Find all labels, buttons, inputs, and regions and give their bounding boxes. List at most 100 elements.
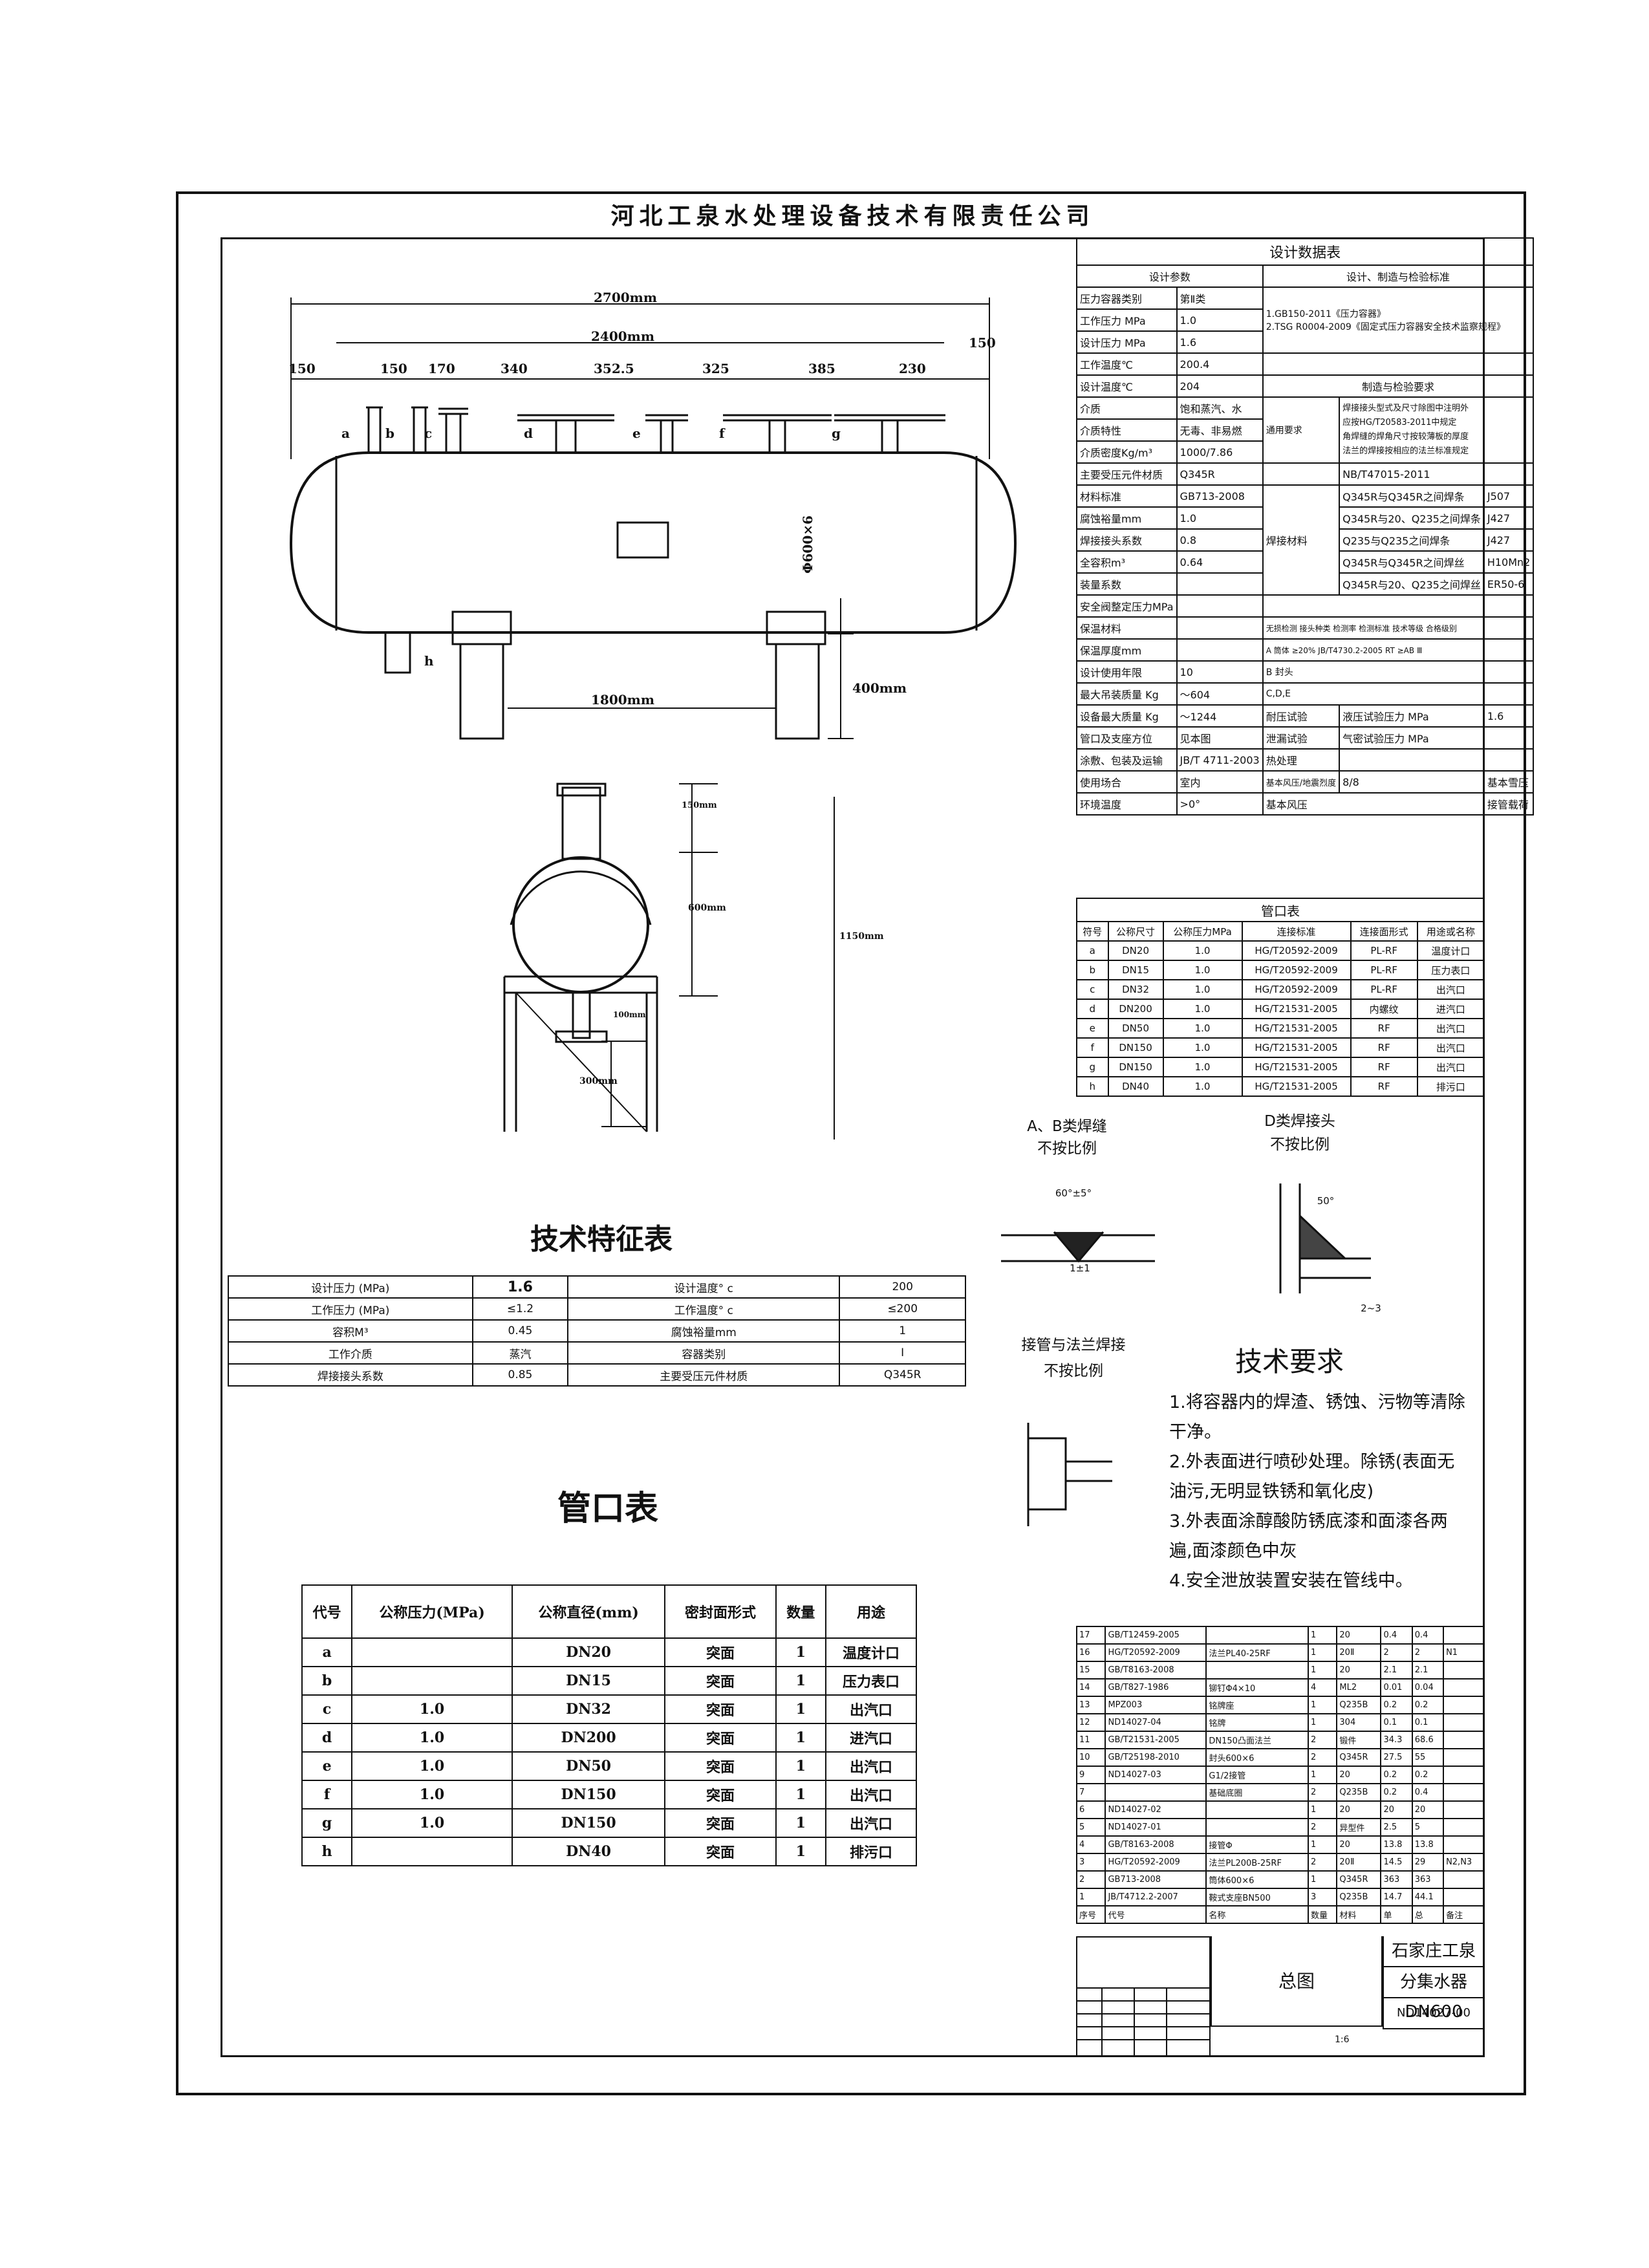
- param-value: 1.0: [1176, 308, 1264, 332]
- col-header: 密封面形式: [664, 1584, 777, 1639]
- cell: 13: [1075, 1696, 1106, 1714]
- cell: 0.1: [1411, 1713, 1445, 1732]
- cell: 14: [1075, 1678, 1106, 1697]
- cell: g: [301, 1808, 353, 1838]
- nozzle-label-b: b: [385, 426, 394, 441]
- ndt-cell: Ⅲ: [1416, 645, 1423, 655]
- cell: DN40: [511, 1837, 666, 1866]
- cell: RF: [1350, 1037, 1418, 1058]
- drawing-inner-border: [221, 237, 1485, 2057]
- param-key: 主要受压元件材质: [1076, 462, 1178, 486]
- param-key: 保温厚度mm: [1076, 638, 1178, 662]
- cell: 13.8: [1380, 1835, 1413, 1854]
- test-item: 气密试验压力 MPa: [1339, 726, 1485, 750]
- requirement-item: 3.外表面涂醇酸防锈底漆和面漆各两遍,面漆颜色中灰: [1169, 1511, 1448, 1561]
- cell: HG/T21531-2005: [1241, 1018, 1352, 1039]
- param-key: 设备最大质量 Kg: [1076, 704, 1178, 728]
- general-line: 焊接接头型式及尺寸除图中注明外: [1342, 404, 1469, 413]
- cell: 2: [1380, 1643, 1413, 1662]
- ndt-row: B 封头: [1262, 660, 1535, 684]
- weld-d-angle: 50°: [1317, 1195, 1335, 1207]
- cell: 1.0: [351, 1751, 513, 1781]
- cell: 363: [1380, 1870, 1413, 1889]
- param-value: 0.8: [1176, 528, 1264, 552]
- cell: 1: [775, 1694, 826, 1724]
- param-key: 设计使用年限: [1076, 660, 1178, 684]
- cell: 0.2: [1380, 1783, 1413, 1802]
- cell: 铭牌座: [1205, 1696, 1309, 1714]
- ndt-cell: JB/T4730.2-2005 RT: [1318, 645, 1395, 655]
- cell: 304: [1336, 1713, 1382, 1732]
- cell: 15: [1075, 1661, 1106, 1679]
- cell: e: [1076, 1018, 1109, 1039]
- general-text: 焊接接头型式及尺寸除图中注明外应按HG/T20583-2011中规定角焊缝的焊角…: [1339, 396, 1535, 464]
- weld-row: Q345R与20、Q235之间焊丝: [1339, 572, 1485, 596]
- cell: 出汽口: [824, 1808, 918, 1838]
- cell: 出汽口: [824, 1751, 918, 1781]
- cell: 20: [1336, 1626, 1382, 1645]
- general-line: 法兰的焊接按相应的法兰标准规定: [1342, 446, 1469, 456]
- param-value: 见本图: [1176, 726, 1264, 750]
- col-header: 代号: [1105, 1905, 1207, 1924]
- cell: c: [301, 1694, 353, 1724]
- cell: 设计温度° c: [567, 1275, 841, 1299]
- weld-d-sub: 不按比例: [1270, 1136, 1330, 1153]
- cell: 突面: [664, 1666, 777, 1696]
- cell: 1.6: [471, 1275, 569, 1299]
- cell: GB/T25198-2010: [1105, 1748, 1207, 1767]
- cell: 5: [1075, 1818, 1106, 1837]
- cell: 5: [1411, 1818, 1445, 1837]
- ndt-head-cell: 接头种类: [1299, 623, 1331, 633]
- weld-row-value: H10Mn2: [1483, 550, 1535, 574]
- requirements-list: 1.将容器内的焊渣、锈蚀、污物等清除干净。 2.外表面进行喷砂处理。除锈(表面无…: [1169, 1388, 1467, 1596]
- cell: 1: [775, 1751, 826, 1781]
- env-label: 环境温度: [1076, 792, 1178, 815]
- design-table-title: 设计数据表: [1075, 237, 1535, 266]
- cell: RF: [1350, 1057, 1418, 1077]
- company-name: 河北工泉水处理设备技术有限责任公司: [610, 202, 1095, 230]
- param-value: 200.4: [1176, 352, 1264, 376]
- cell: 20: [1380, 1800, 1413, 1819]
- cell: GB/T12459-2005: [1105, 1626, 1207, 1645]
- cell: 0.04: [1411, 1678, 1445, 1697]
- title-company: 石家庄工泉: [1384, 1936, 1483, 1967]
- cell: 11: [1075, 1731, 1106, 1749]
- cell: 7: [1075, 1783, 1106, 1802]
- cell: 出汽口: [1416, 1037, 1485, 1058]
- cell: 4: [1075, 1835, 1106, 1854]
- cell: [1443, 1748, 1485, 1767]
- cell: 2: [1307, 1818, 1338, 1837]
- cell: [1105, 1783, 1207, 1802]
- cell: 进汽口: [1416, 999, 1485, 1019]
- dim-span: 150: [380, 361, 407, 376]
- title-product: 分集水器DN600: [1384, 1967, 1483, 2022]
- tech-table-title: 技术特征表: [530, 1223, 673, 1256]
- ndt-head-cell: 合格级别: [1425, 623, 1457, 633]
- dim-side-top: 150mm: [682, 801, 717, 810]
- weld-row-value: J427: [1483, 528, 1535, 552]
- param-key: 最大吊装质量 Kg: [1076, 682, 1178, 706]
- cell: 1: [775, 1837, 826, 1866]
- cell: 17: [1075, 1626, 1106, 1645]
- cell: 20Ⅱ: [1336, 1643, 1382, 1662]
- cell: 9: [1075, 1766, 1106, 1784]
- requirement-item: 2.外表面进行喷砂处理。除锈(表面无油污,无明显铁锈和氧化皮): [1169, 1452, 1455, 1502]
- ndt-cell: C,D,E: [1266, 689, 1291, 699]
- cell: ND14027-03: [1105, 1766, 1207, 1784]
- cell: PL-RF: [1350, 979, 1418, 1000]
- param-key: 介质密度Kg/m³: [1076, 440, 1178, 464]
- cell: 2: [1411, 1643, 1445, 1662]
- cell: DN50: [1107, 1018, 1164, 1039]
- cell: Q345R: [839, 1363, 966, 1387]
- cell: 1.0: [351, 1808, 513, 1838]
- title-general: 总图: [1211, 1936, 1383, 2027]
- cell: Q235B: [1336, 1696, 1382, 1714]
